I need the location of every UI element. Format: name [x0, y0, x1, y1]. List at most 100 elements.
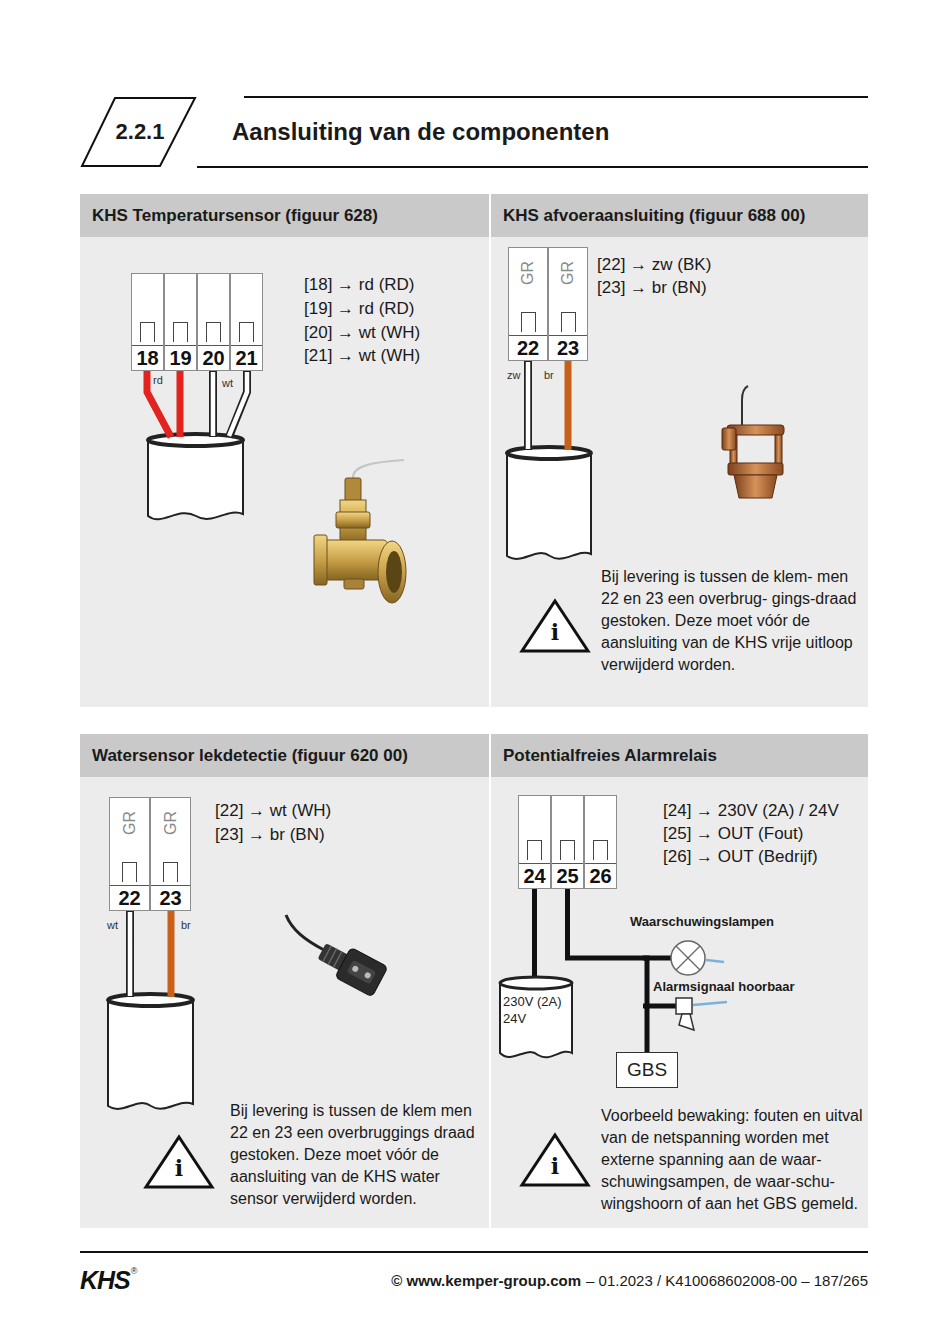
wire-mapping: [20] → wt (WH)	[304, 323, 420, 343]
wire-connector	[568, 889, 648, 1052]
illustration-part	[386, 551, 402, 593]
illustration-part	[734, 475, 777, 498]
section-number-box: 2.2.1	[80, 96, 200, 168]
illustration-part	[333, 951, 341, 967]
gbs-box: GBS	[616, 1052, 678, 1088]
wire-mapping: [18] → rd (RD)	[304, 275, 415, 295]
info-warning-triangle: i	[519, 1131, 591, 1188]
illustration-part	[108, 911, 388, 1109]
illustration-part	[108, 994, 193, 1006]
illustration-part	[706, 960, 724, 962]
info-symbol: i	[519, 597, 591, 646]
clamp-opening	[521, 312, 536, 332]
brand-logo: KHS	[80, 1266, 130, 1294]
wire-mapping: [19] → rd (RD)	[304, 299, 415, 319]
illustration-part	[679, 1014, 694, 1030]
illustration-part	[693, 1002, 727, 1005]
clamp-opening	[527, 840, 542, 860]
illustration-part	[328, 949, 336, 965]
wire-mapping: [22] → zw (BK)	[597, 255, 711, 275]
info-note: Bij levering is tussen de klem- men 22 e…	[601, 566, 863, 676]
cable-label: 230V (2A) 24V	[503, 993, 569, 1027]
footer-text: © www.kemper-group.com	[391, 1271, 581, 1291]
temperature-sensor-wiring	[80, 194, 489, 707]
illustration-part	[126, 911, 134, 997]
panel-heading: Potentialfreies Alarmrelais	[491, 734, 868, 777]
illustration-part	[345, 478, 361, 502]
wire-mapping: [24] → 230V (2A) / 24V	[663, 801, 839, 821]
illustration-part	[177, 371, 184, 437]
info-warning-triangle: i	[143, 1133, 215, 1190]
illustration-part	[643, 1004, 676, 1009]
component-panel: KHS Temperatursensor (figuur 628)1819202…	[80, 194, 489, 707]
illustration-part	[197, 166, 868, 168]
illustration-part	[168, 911, 175, 997]
terminal-block: GR23	[548, 247, 588, 361]
terminal-number: 24	[519, 863, 550, 888]
info-symbol: i	[143, 1133, 215, 1182]
terminal-number: 25	[552, 863, 583, 888]
illustration-part	[507, 453, 591, 559]
terminal-number: 26	[585, 863, 616, 888]
illustration-part	[676, 946, 700, 970]
wire-connector	[532, 889, 537, 975]
illustration-part	[211, 372, 216, 436]
wire-mapping: [23] → br (BN)	[597, 278, 707, 298]
illustration-part	[147, 371, 406, 603]
terminal-block: GR 22	[109, 797, 150, 911]
clamp-opening	[173, 322, 188, 342]
illustration-part	[524, 361, 532, 450]
illustration-part	[80, 1251, 868, 1253]
illustration-part	[526, 362, 531, 449]
terminal-block: 21	[230, 273, 263, 371]
illustration-part	[314, 936, 388, 997]
illustration-part	[643, 956, 671, 961]
terminal-number: 18	[132, 345, 163, 370]
illustration-part	[742, 386, 748, 428]
terminal-label: GR	[113, 804, 147, 843]
terminal-block: 19	[164, 273, 197, 371]
terminal-block: 18	[131, 273, 164, 371]
terminal-number: 19	[165, 345, 196, 370]
clamp-opening	[561, 312, 576, 332]
clamp-opening	[560, 840, 575, 860]
terminal-block: 20	[197, 273, 230, 371]
illustration-part	[353, 460, 404, 478]
clamp-opening	[206, 322, 221, 342]
terminal-block: 26	[584, 795, 617, 889]
wire-colour: rd	[153, 374, 163, 387]
terminal-number: 22	[110, 885, 149, 910]
illustration-part	[209, 371, 217, 437]
clamp-opening	[593, 840, 608, 860]
illustration-part	[244, 96, 868, 98]
wire-mapping: [26] → OUT (Bedrijf)	[663, 847, 818, 867]
wire-colour: wt	[222, 377, 233, 390]
illustration-part	[314, 535, 327, 585]
illustration-part	[565, 361, 572, 450]
clamp-opening	[122, 862, 137, 882]
illustration-part	[347, 960, 377, 985]
illustration-part	[108, 1000, 193, 1109]
footer-text: – 01.2023 / K410068602008-00 – 187/265	[586, 1271, 868, 1291]
terminal-block: 24	[518, 795, 551, 889]
illustration-part	[676, 998, 692, 1014]
info-symbol: i	[519, 1131, 591, 1180]
wire-mapping: [22] → wt (WH)	[215, 801, 331, 821]
illustration-part	[500, 977, 572, 989]
illustration-part	[671, 941, 705, 975]
terminal-number: 23	[549, 335, 587, 360]
panel-heading: KHS afvoeraansluiting (figuur 688 00)	[491, 194, 868, 237]
illustration-part	[378, 541, 406, 603]
terminal-label: GR	[511, 254, 545, 292]
terminal-block: GR22	[508, 247, 548, 361]
wire-colour: wt	[107, 919, 118, 932]
terminal-number: 23	[151, 885, 190, 910]
component-label: Waarschuwingslampen	[630, 914, 774, 930]
info-note: Bij levering is tussen de klem men 22 en…	[230, 1100, 482, 1210]
illustration-part	[286, 915, 324, 950]
wire-colour: br	[181, 919, 191, 932]
info-note: Voorbeeld bewaking: fouten en uitval van…	[601, 1105, 863, 1215]
wire-colour: zw	[507, 369, 520, 382]
illustration-part	[507, 447, 591, 459]
